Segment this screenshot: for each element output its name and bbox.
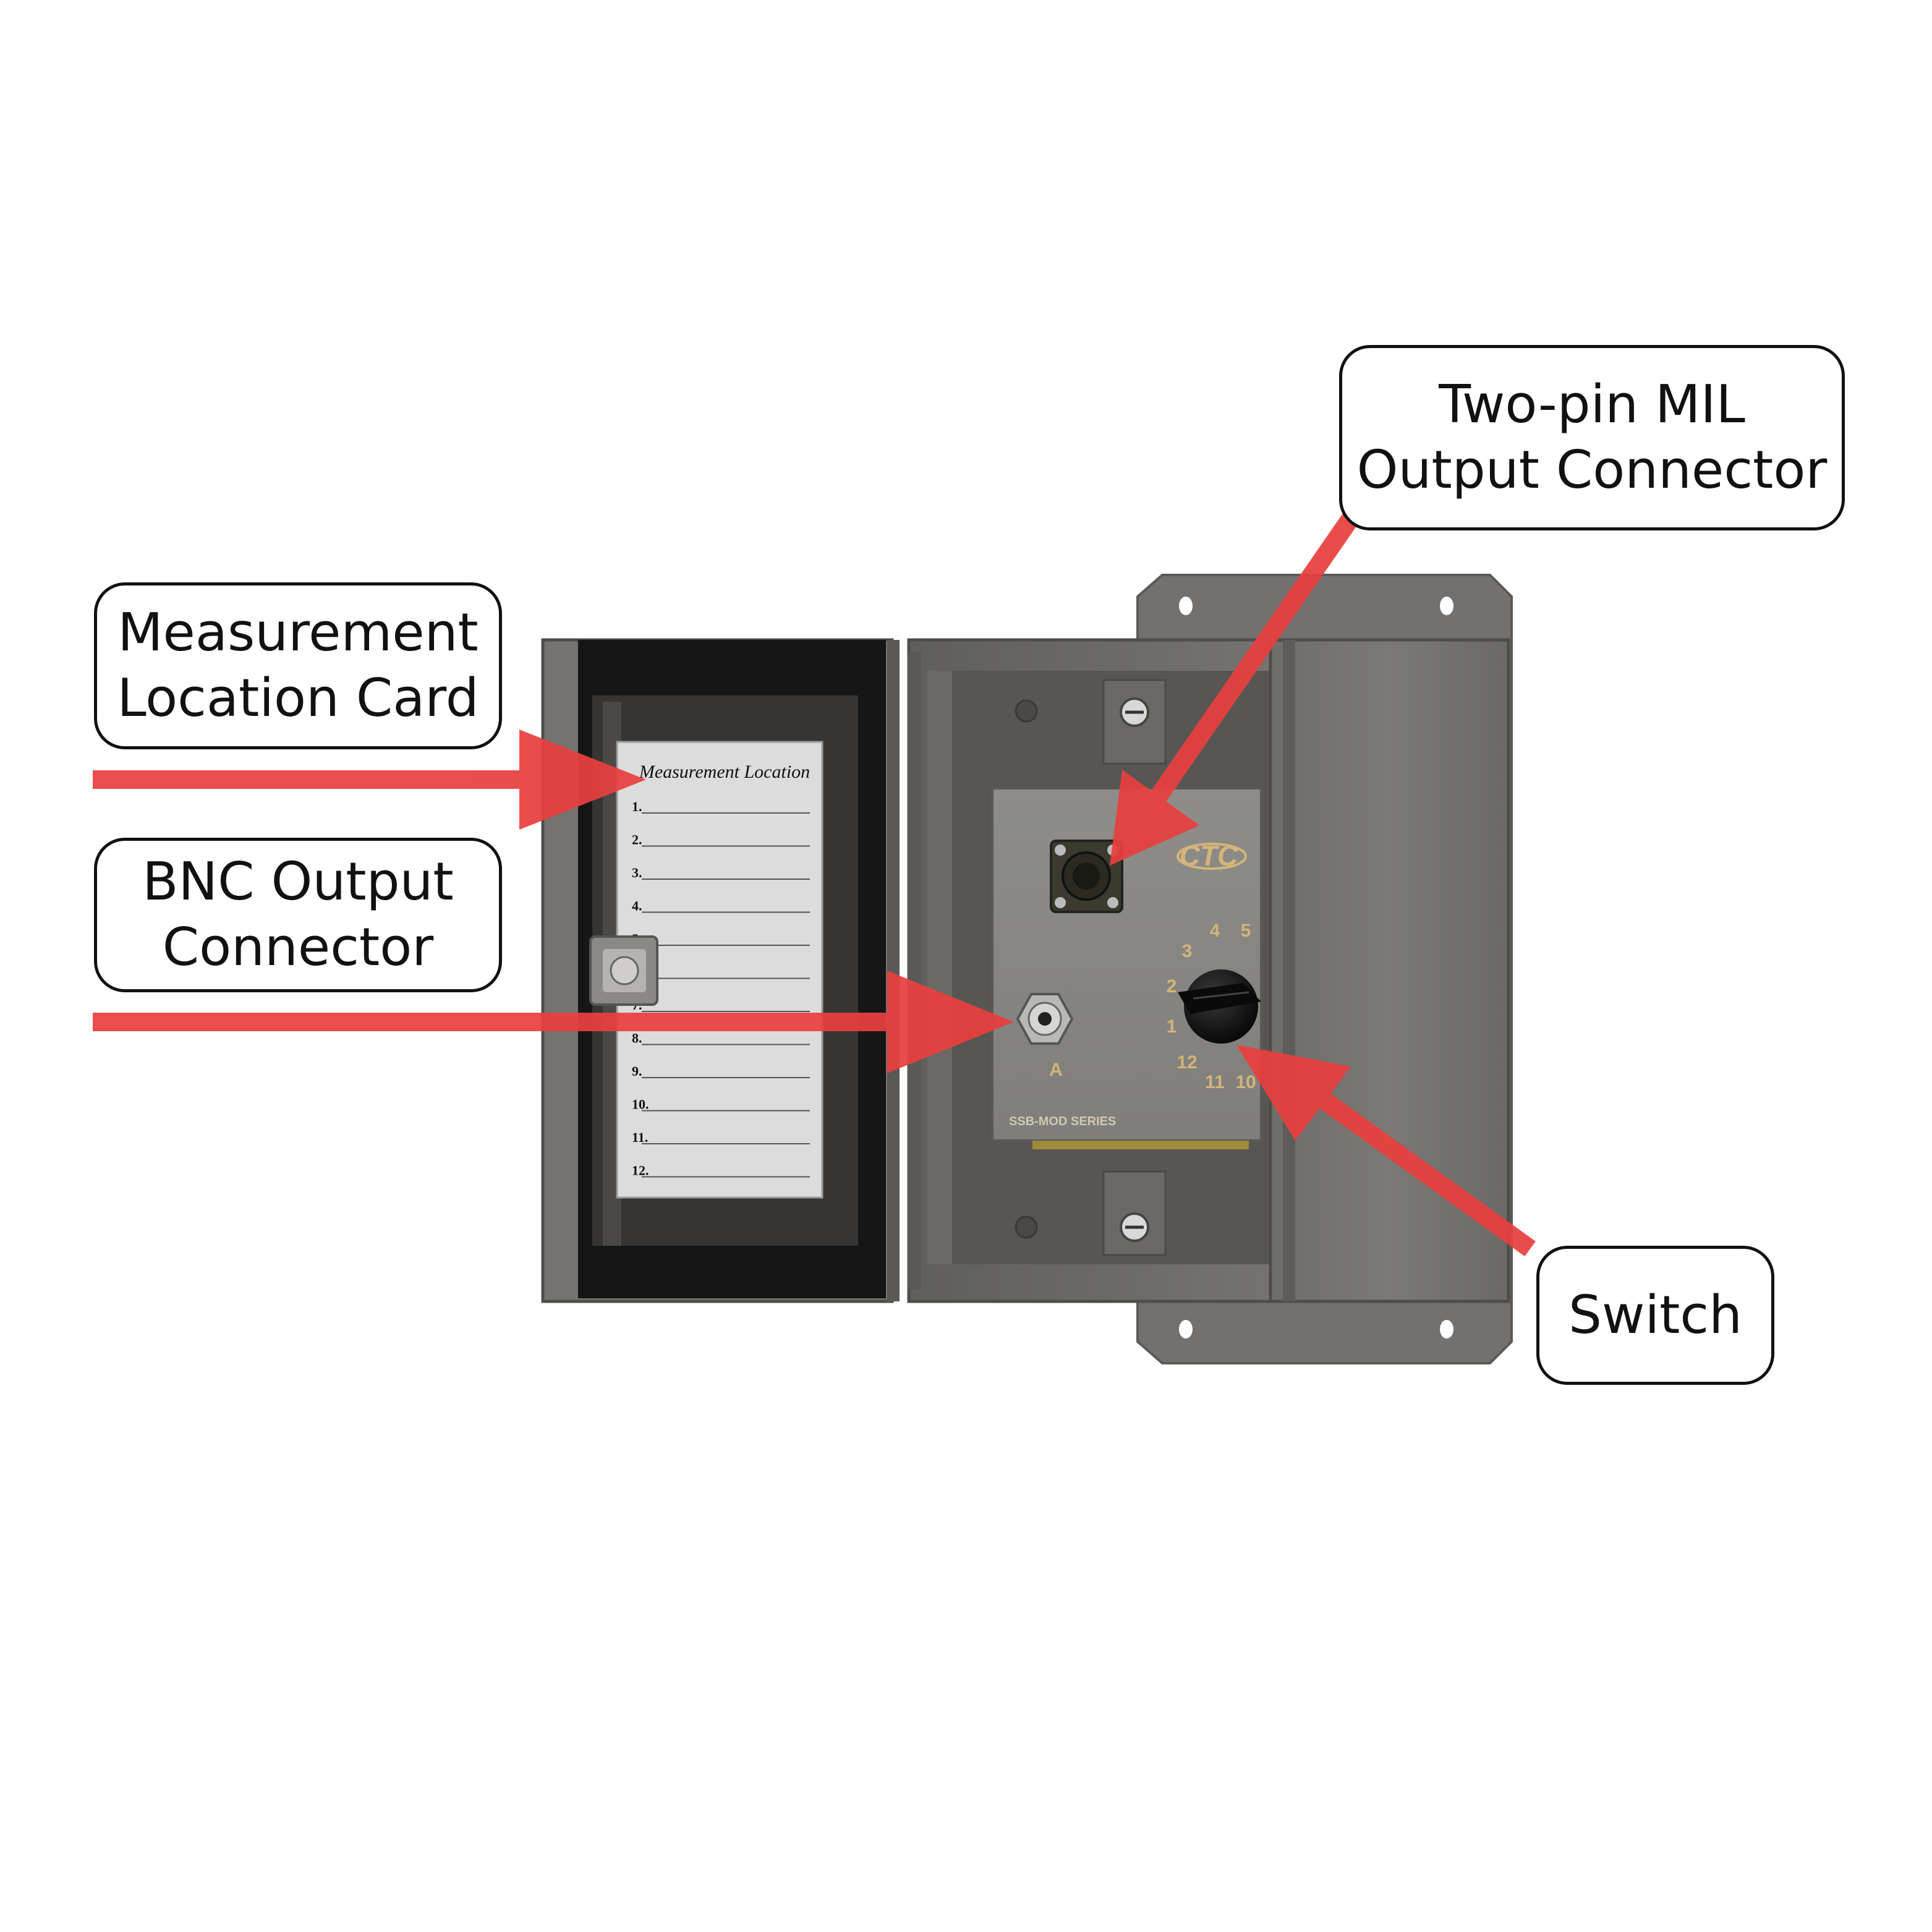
arrow-measurement-card (93, 730, 646, 830)
card-line-number: 10. (632, 1097, 649, 1112)
callout-bnc-output-connector: BNC Output Connector (94, 838, 502, 992)
screw-icon (1015, 699, 1038, 723)
card-lines: 1.2.3.4.5.6.7.8.9.10.11.12. (632, 799, 810, 1178)
callout-text-line: Two-pin MIL (1439, 374, 1745, 435)
card-line-number: 3. (632, 865, 642, 880)
mounting-bracket-bottom (1102, 1170, 1167, 1256)
card-line-number: 11. (632, 1130, 648, 1145)
callout-switch: Switch (1536, 1246, 1774, 1385)
callout-arrows (93, 513, 1536, 1257)
card-line-number: 1. (632, 799, 642, 814)
mounting-bracket-top (1102, 679, 1167, 765)
callout-mil-output-connector: Two-pin MIL Output Connector (1339, 345, 1845, 530)
card-line-number: 4. (632, 898, 642, 914)
arrow-mil-connector (1110, 513, 1359, 866)
mount-hole-top-left (1179, 597, 1193, 615)
switch-position-3: 3 (1182, 941, 1193, 961)
arrow-bnc-connector (93, 971, 1014, 1073)
screw-icon (1015, 1215, 1038, 1239)
switch-position-11: 11 (1205, 1072, 1225, 1092)
arrow-switch (1236, 1045, 1536, 1257)
switch-position-12: 12 (1177, 1052, 1197, 1073)
callout-text-line: Measurement (117, 602, 479, 663)
series-label: SSB-MOD SERIES (1009, 1115, 1116, 1128)
switch-position-1: 1 (1167, 1016, 1177, 1037)
switch-position-4: 4 (1210, 921, 1220, 941)
callout-text-line: Location Card (117, 668, 479, 729)
callout-text-line: Output Connector (1356, 440, 1828, 501)
rotary-switch[interactable] (1178, 969, 1261, 1044)
mil-connector[interactable] (1050, 840, 1123, 913)
card-line-number: 9. (632, 1063, 642, 1079)
mount-hole-bottom-left (1179, 1320, 1193, 1338)
mount-hole-bottom-right (1440, 1320, 1453, 1338)
callout-text-line: Switch (1568, 1284, 1743, 1346)
enclosure-cover (1269, 638, 1510, 1303)
card-line-number: 8. (632, 1031, 642, 1046)
callout-measurement-location-card: Measurement Location Card (94, 582, 502, 749)
mount-hole-top-right (1440, 597, 1453, 615)
door-latch (589, 935, 658, 1006)
card-line-number: 2. (632, 832, 642, 848)
card-title: Measurement Location (639, 762, 810, 782)
callout-text-line: BNC Output (142, 851, 454, 913)
switch-position-2: 2 (1167, 976, 1177, 997)
callout-text-line: Connector (162, 917, 434, 978)
card-line-number: 12. (632, 1163, 649, 1178)
bnc-label: A (1049, 1060, 1063, 1080)
bnc-connector[interactable] (1016, 993, 1074, 1045)
switch-position-5: 5 (1241, 921, 1251, 941)
switch-position-10: 10 (1235, 1072, 1256, 1092)
